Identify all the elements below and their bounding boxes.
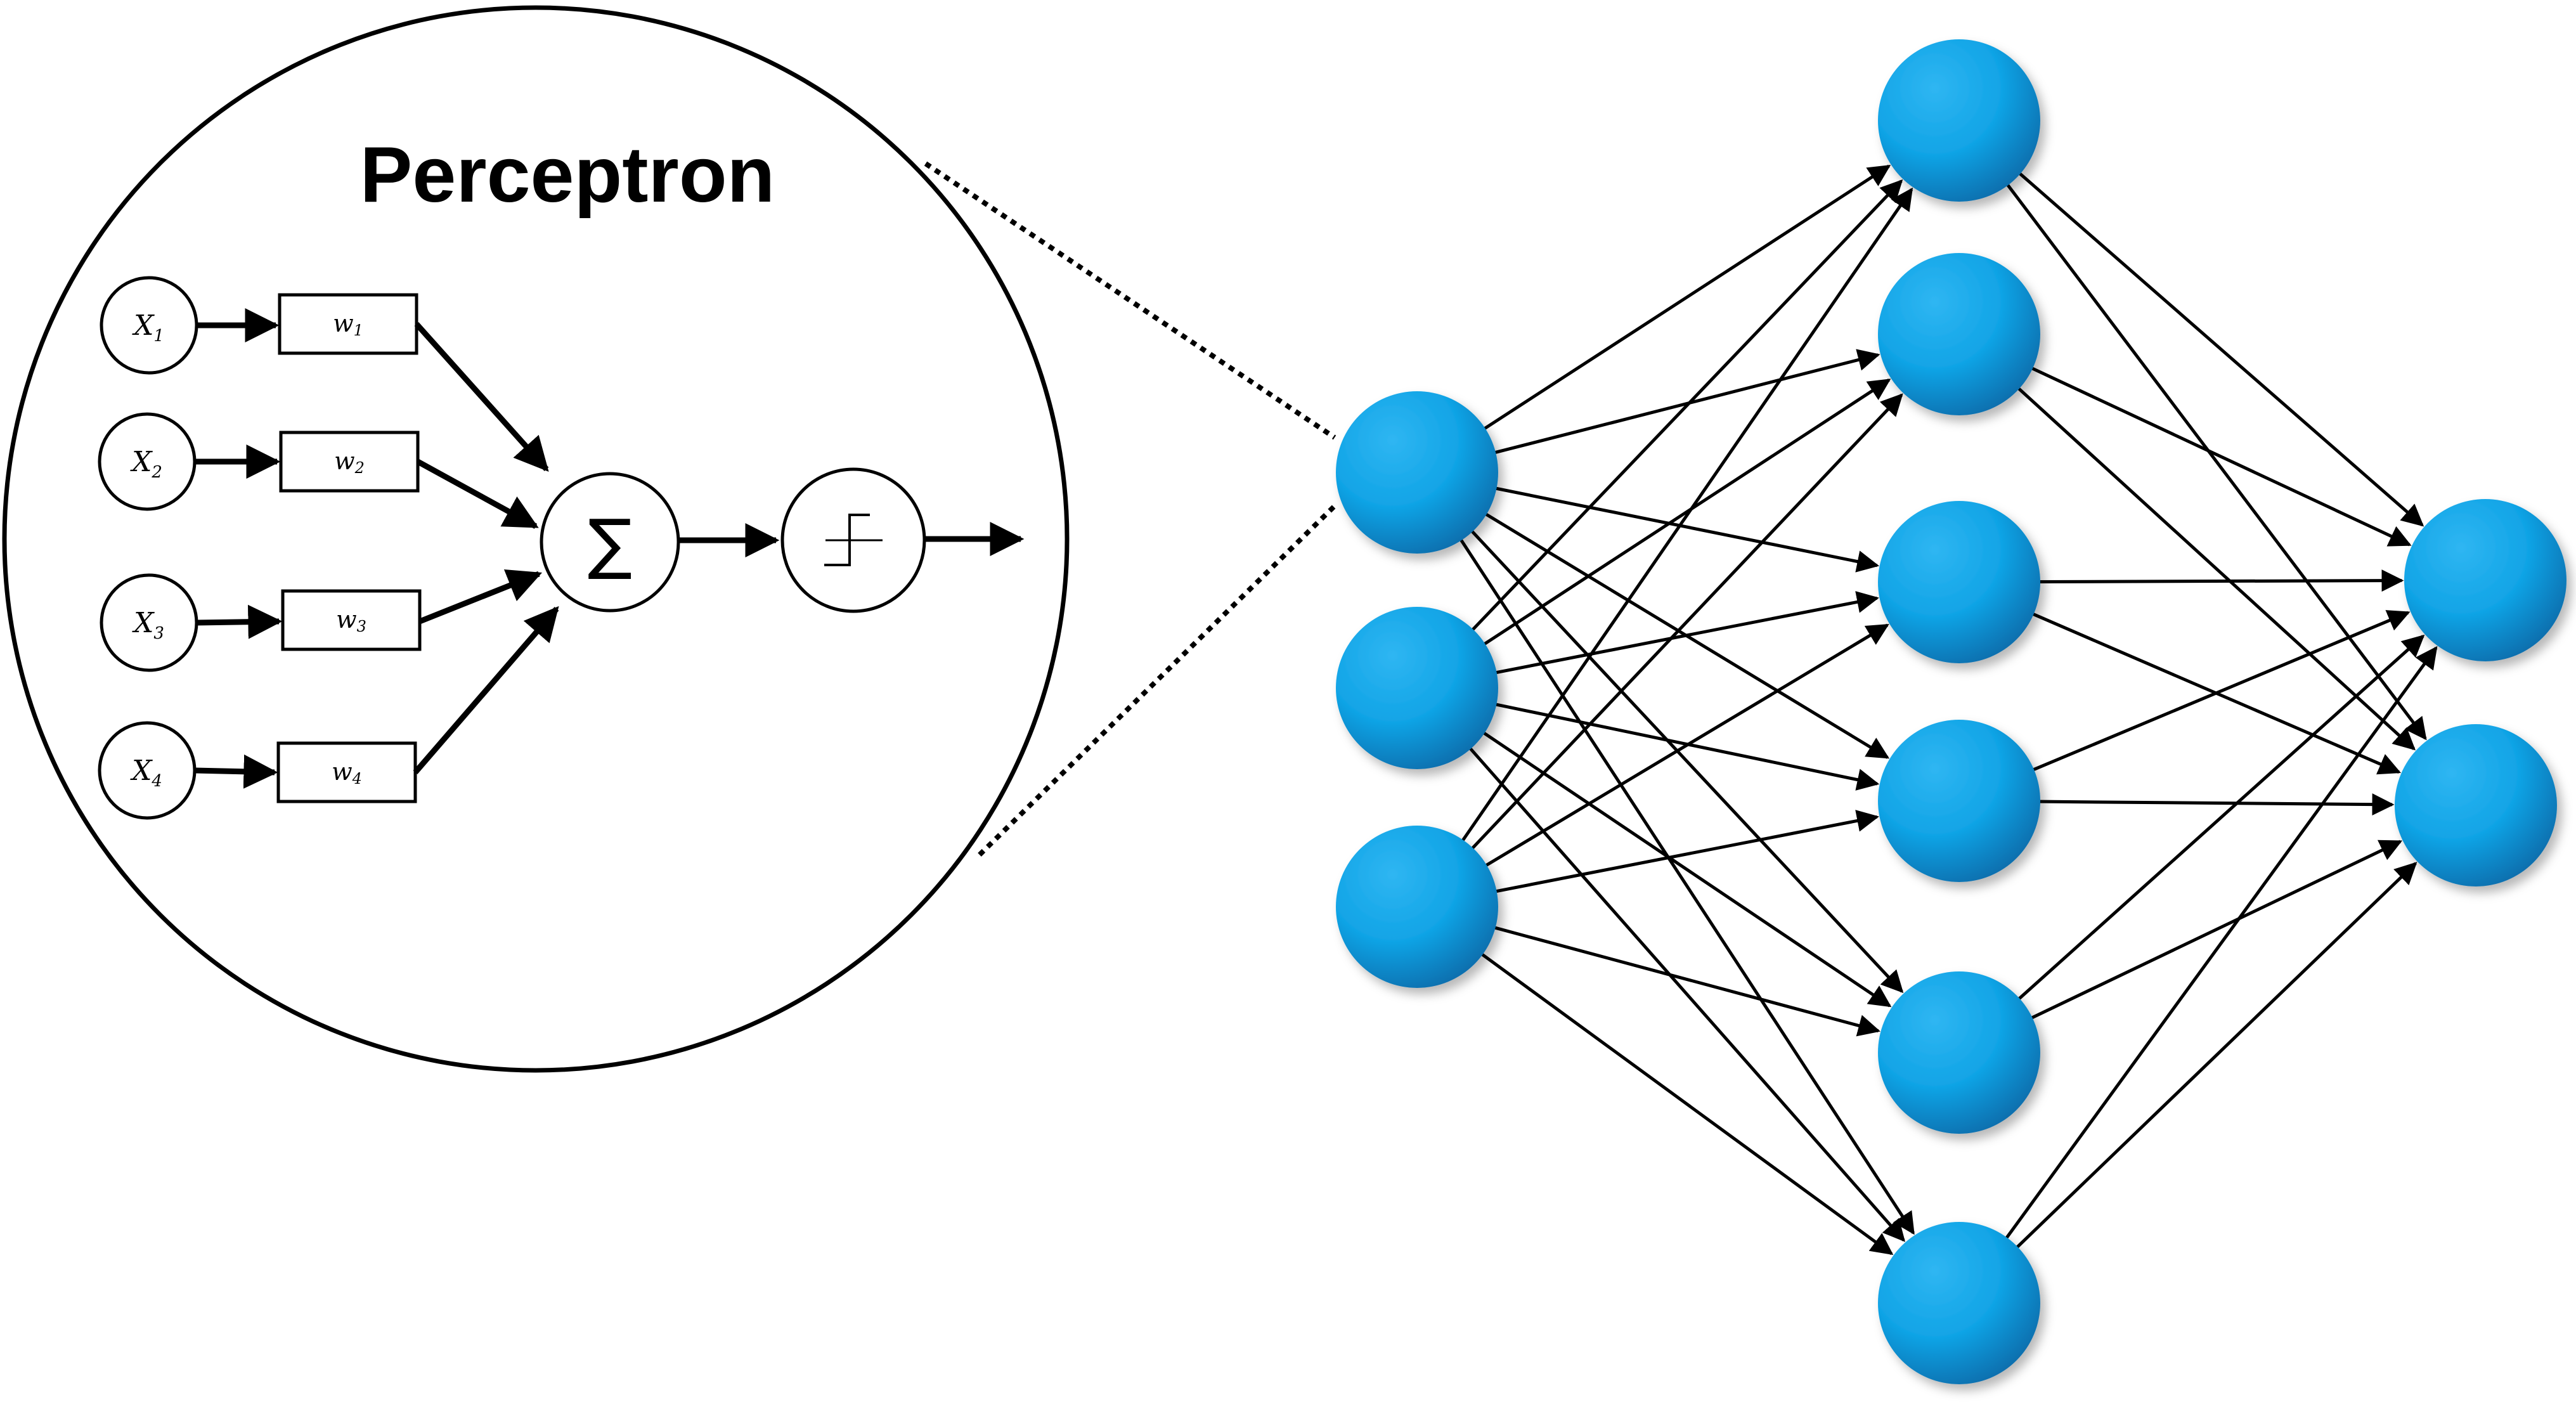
perceptron-zoom-circle <box>2 5 1070 1073</box>
hidden-node-4 <box>1878 720 2040 882</box>
edge-input-3-to-hidden-3 <box>1482 623 1889 869</box>
weight-label-w2: w2 <box>334 447 365 477</box>
edge-hidden-5-to-output-2 <box>2028 840 2403 1021</box>
input-node-3 <box>1336 826 1498 988</box>
weight-to-sum-4 <box>413 606 559 774</box>
input-arrow-3 <box>196 604 283 639</box>
output-node-1 <box>2404 499 2566 661</box>
edge-input-2-to-hidden-2 <box>1480 379 1891 647</box>
edge-input-3-to-hidden-2 <box>1468 393 1903 852</box>
edge-hidden-3-to-output-1 <box>2036 569 2404 592</box>
edge-input-3-to-hidden-5 <box>1491 925 1880 1037</box>
input-row-2: X2 w2 <box>98 412 539 529</box>
edge-hidden-1-to-output-2 <box>2004 181 2427 741</box>
edge-input-3-to-hidden-1 <box>1459 187 1913 845</box>
edge-hidden-6-to-output-2 <box>2013 862 2417 1251</box>
hidden-node-3 <box>1878 501 2040 663</box>
edge-input-2-to-hidden-3 <box>1492 591 1879 675</box>
weight-box-w2 <box>279 431 420 493</box>
input-row-3: X3 w3 <box>100 569 543 672</box>
network-edges <box>1458 164 2438 1256</box>
input-arrow-4 <box>194 754 278 789</box>
hidden-node-5 <box>1878 971 2040 1134</box>
input-row-4: X4 w4 <box>98 606 559 820</box>
weight-box-w3 <box>281 589 422 651</box>
edge-hidden-5-to-output-1 <box>2015 634 2425 1003</box>
input-label-x1: X1 <box>132 309 164 346</box>
edge-hidden-1-to-output-1 <box>2016 170 2424 527</box>
edge-input-2-to-hidden-1 <box>1469 179 1903 633</box>
hidden-node-6 <box>1878 1222 2040 1384</box>
edge-hidden-2-to-output-2 <box>2015 385 2416 751</box>
edge-hidden-2-to-output-1 <box>2028 365 2412 547</box>
summation-symbol: ∑ <box>588 505 632 582</box>
weight-box-w4 <box>276 741 417 803</box>
zoom-connectors <box>924 161 1338 857</box>
edge-hidden-6-to-output-1 <box>2003 646 2438 1242</box>
hidden-node-2 <box>1878 253 2040 415</box>
zoom-connector-bottom <box>978 502 1338 857</box>
edge-input-1-to-hidden-2 <box>1491 349 1880 455</box>
weight-label-w1: w1 <box>333 309 363 339</box>
output-node-2 <box>2395 724 2557 886</box>
edge-input-1-to-hidden-1 <box>1480 164 1891 432</box>
edge-input-2-to-hidden-6 <box>1466 744 1906 1242</box>
zoom-connector-top <box>924 161 1337 440</box>
edge-input-3-to-hidden-6 <box>1478 951 1894 1256</box>
edge-input-3-to-hidden-4 <box>1492 810 1879 894</box>
input-label-x3: X3 <box>132 607 164 643</box>
input-row-1: X1 w1 <box>100 276 549 472</box>
input-label-x2: X2 <box>130 446 162 482</box>
weight-to-sum-2 <box>416 459 539 529</box>
edge-hidden-4-to-output-1 <box>2029 610 2411 773</box>
edge-input-1-to-hidden-6 <box>1458 536 1915 1235</box>
input-node-1 <box>1336 391 1498 554</box>
input-node-2 <box>1336 607 1498 769</box>
edge-input-1-to-hidden-3 <box>1492 486 1880 573</box>
perceptron-title: Perceptron <box>360 131 775 219</box>
hidden-node-1 <box>1878 39 2040 202</box>
weight-label-w3: w3 <box>336 606 366 635</box>
perceptron-detail: Perceptron X1 w1 X2 w2 X3 w3 <box>2 5 1070 1073</box>
weight-label-w4: w4 <box>332 758 362 788</box>
weight-to-sum-1 <box>414 321 549 472</box>
input-label-x4: X4 <box>130 755 162 791</box>
edge-input-1-to-hidden-5 <box>1468 528 1904 994</box>
edge-input-2-to-hidden-5 <box>1480 729 1892 1008</box>
weight-to-sum-3 <box>418 569 543 625</box>
edge-input-2-to-hidden-4 <box>1492 702 1880 791</box>
edge-hidden-4-to-output-2 <box>2036 793 2395 816</box>
network-nodes <box>1336 39 2566 1384</box>
